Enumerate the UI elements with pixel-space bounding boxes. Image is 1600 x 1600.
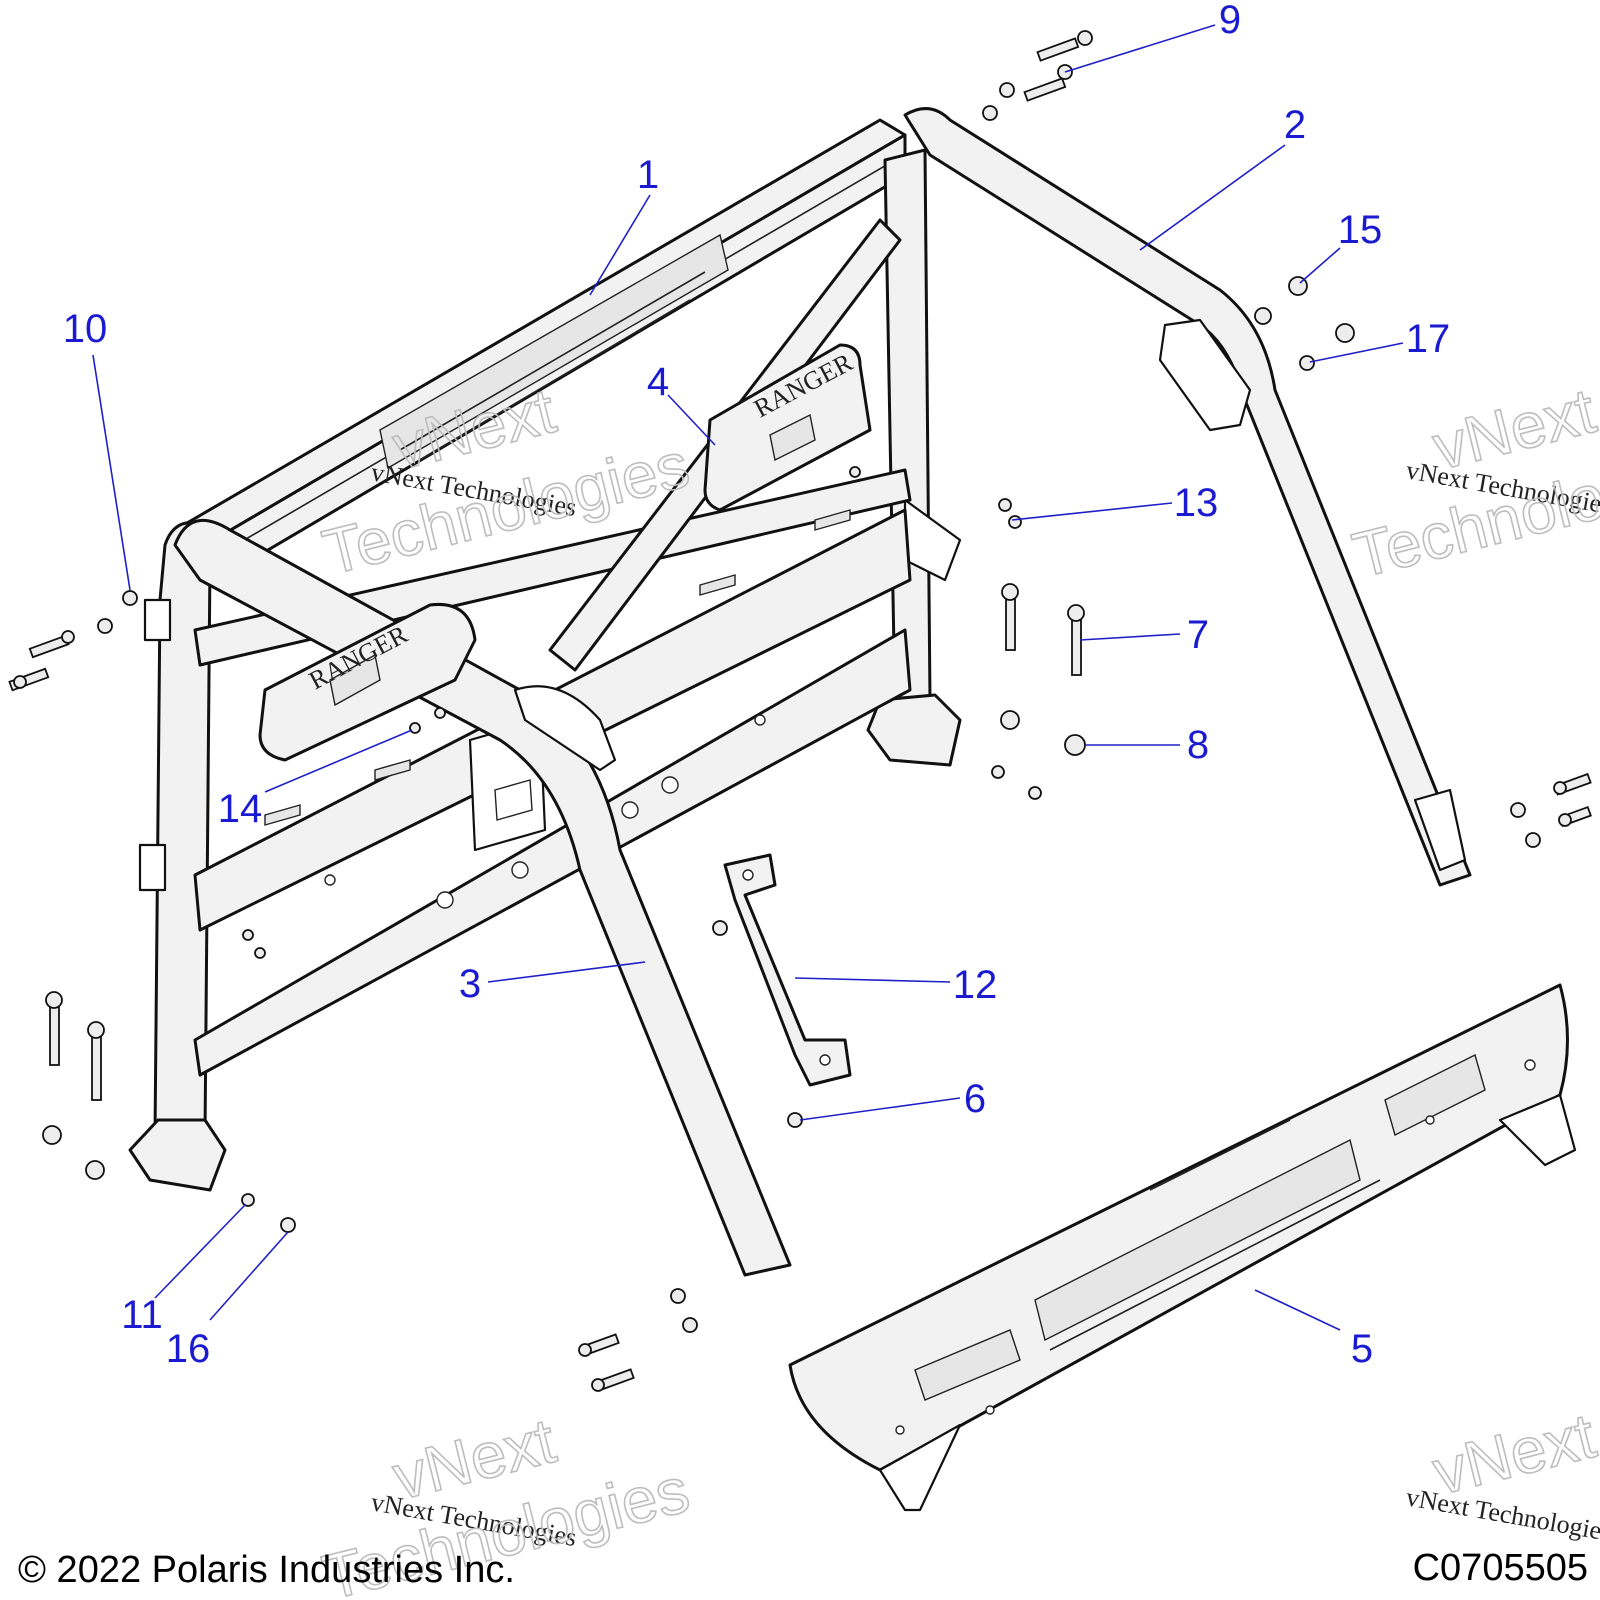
diagram-code: C0705505 bbox=[1413, 1547, 1588, 1589]
screw-13-icon bbox=[998, 498, 1012, 512]
bolt-icon bbox=[1001, 583, 1019, 651]
part-1-left-post bbox=[128, 521, 227, 1192]
callout-9: 9 bbox=[1219, 0, 1241, 42]
watermark-word1: vNext bbox=[1426, 1399, 1600, 1508]
callout-5: 5 bbox=[1351, 1327, 1373, 1371]
screw-14-icon bbox=[409, 722, 421, 734]
bolt-icon bbox=[1553, 772, 1592, 796]
part-12-strap-bracket bbox=[723, 853, 852, 1087]
callout-3: 3 bbox=[459, 962, 481, 1006]
callout-1: 1 bbox=[637, 153, 659, 197]
callout-10: 10 bbox=[63, 307, 108, 351]
screw-16-icon bbox=[280, 1217, 296, 1233]
clip-icon bbox=[1000, 710, 1020, 730]
screw-icon bbox=[434, 707, 446, 719]
callout-4: 4 bbox=[647, 360, 669, 404]
bolt-7-icon bbox=[1067, 604, 1085, 676]
nut-icon bbox=[670, 1288, 686, 1304]
copyright-text: © 2022 Polaris Industries Inc. bbox=[18, 1549, 515, 1591]
nut-10-icon bbox=[122, 590, 138, 606]
clip-icon bbox=[85, 1160, 105, 1180]
bolt-icon bbox=[1558, 805, 1592, 827]
callout-17: 17 bbox=[1406, 317, 1451, 361]
nut-icon bbox=[982, 105, 998, 121]
nut-icon bbox=[999, 82, 1015, 98]
part-5-rear-panel bbox=[788, 983, 1577, 1512]
callout-15: 15 bbox=[1338, 208, 1383, 252]
nut-icon bbox=[1335, 323, 1355, 343]
part-2-rear-tube bbox=[903, 107, 1472, 887]
screw-13b-icon bbox=[1008, 515, 1022, 529]
bolt-icon bbox=[8, 667, 50, 692]
nut-17-icon bbox=[1299, 355, 1315, 371]
bolt-icon bbox=[45, 991, 63, 1066]
callout-16: 16 bbox=[166, 1327, 211, 1371]
callout-13: 13 bbox=[1174, 481, 1219, 525]
callout-2: 2 bbox=[1284, 103, 1306, 147]
hardware bbox=[8, 30, 1592, 1392]
watermark-top-right: vNext Technologies vNext Technologies bbox=[1345, 373, 1600, 592]
nut-11-icon bbox=[241, 1193, 255, 1207]
watermark-bottom-right: vNext Technologies vNext bbox=[1404, 1398, 1600, 1547]
nut-6-icon bbox=[787, 1112, 803, 1128]
nut-icon bbox=[1510, 802, 1526, 818]
part-3-front-tube bbox=[173, 519, 792, 1277]
screw-icon bbox=[849, 466, 861, 478]
callout-labels: 1 2 3 4 5 6 7 8 9 10 11 12 13 14 15 16 1… bbox=[63, 0, 1451, 1371]
screw-icon bbox=[254, 947, 266, 959]
callout-12: 12 bbox=[953, 963, 998, 1007]
callout-14: 14 bbox=[218, 787, 263, 831]
bolt-icon bbox=[87, 1021, 105, 1101]
callout-11: 11 bbox=[121, 1293, 163, 1337]
nut-icon bbox=[1254, 307, 1272, 325]
callout-8: 8 bbox=[1187, 723, 1209, 767]
clip-icon bbox=[42, 1125, 62, 1145]
clip-8-icon bbox=[1064, 734, 1086, 756]
screw-icon bbox=[1028, 786, 1042, 800]
bolt-icon bbox=[591, 1368, 635, 1392]
nut-icon bbox=[682, 1317, 698, 1333]
nut-icon bbox=[97, 618, 113, 634]
frame-holes bbox=[264, 509, 851, 909]
nut-icon bbox=[1525, 832, 1541, 848]
nut-icon bbox=[991, 765, 1005, 779]
nut-icon bbox=[712, 920, 728, 936]
bolt-icon bbox=[578, 1333, 620, 1357]
leader-lines bbox=[92, 24, 1404, 1331]
bolt-9b-icon bbox=[1023, 64, 1073, 102]
callout-7: 7 bbox=[1187, 613, 1209, 657]
callout-6: 6 bbox=[964, 1077, 986, 1121]
bolt-icon bbox=[28, 630, 75, 659]
bolt-9a-icon bbox=[1036, 30, 1093, 62]
part-1-rear-frame bbox=[173, 118, 907, 592]
screw-icon bbox=[242, 929, 254, 941]
